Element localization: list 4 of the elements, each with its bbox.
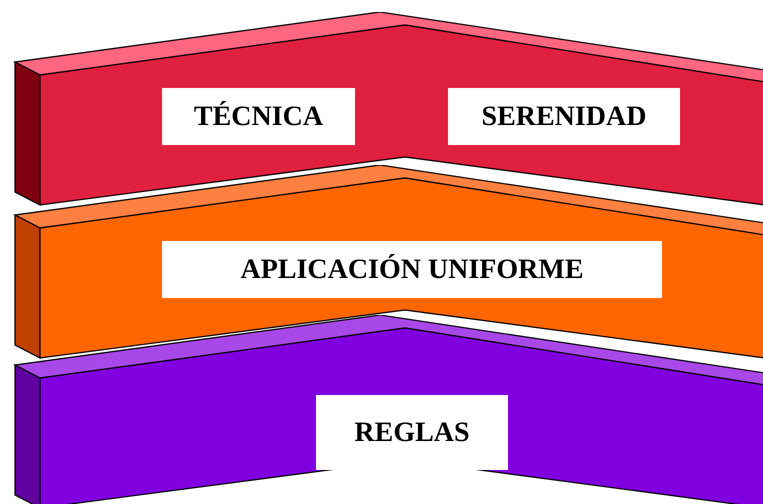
text-label: REGLAS — [316, 395, 508, 470]
text-label: TÉCNICA — [162, 88, 355, 145]
text-label: SERENIDAD — [448, 88, 680, 145]
text-label: APLICACIÓN UNIFORME — [162, 241, 662, 298]
